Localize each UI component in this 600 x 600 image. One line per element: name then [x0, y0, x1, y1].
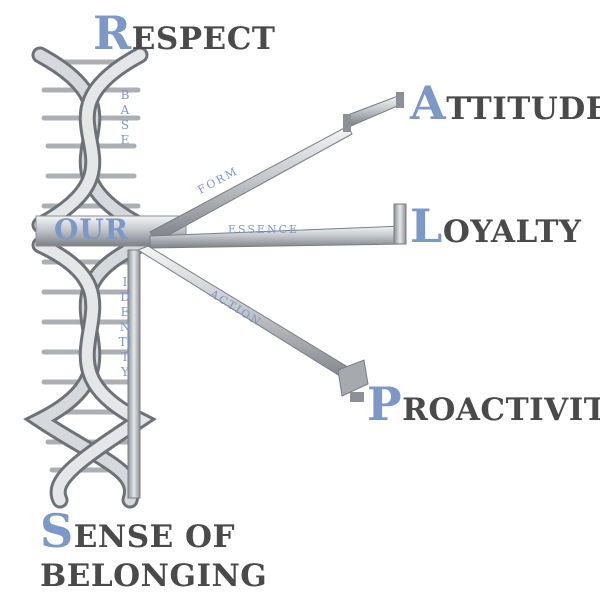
- beam-action-end: [337, 359, 369, 397]
- value-loyalty-rest: OYALTY: [442, 214, 582, 250]
- value-attitude-initial: A: [410, 76, 447, 130]
- value-proactivity-rest: ROACTIVITY: [402, 392, 600, 428]
- beam-form: [149, 92, 404, 243]
- value-belonging-text: BELONGING: [40, 558, 268, 594]
- helix-strands: [23, 46, 157, 509]
- beam-form-riser: [343, 114, 351, 132]
- helix-strand-b: [34, 49, 151, 506]
- beam-essence-end: [393, 203, 407, 245]
- beam-action: [136, 245, 369, 402]
- beam-label-essence: ESSENCE: [228, 223, 300, 236]
- value-respect-initial: R: [93, 6, 132, 60]
- value-respect: RESPECT: [93, 10, 275, 56]
- value-proactivity: PROACTIVITY: [367, 381, 600, 427]
- value-sense-of-belonging: SENSE OF: [40, 508, 235, 554]
- value-loyalty-initial: L: [410, 199, 443, 253]
- value-proactivity-initial: P: [367, 377, 403, 431]
- value-sense-rest: ENSE OF: [73, 519, 236, 555]
- beam-essence: [149, 203, 407, 249]
- beam-form-step: [344, 95, 403, 127]
- value-attitude-rest: TTITUDE: [446, 91, 600, 127]
- value-sense-initial: S: [40, 504, 74, 558]
- value-respect-rest: ESPECT: [131, 21, 276, 57]
- helix-label-identity: IDENTITY: [118, 275, 132, 379]
- value-belonging-line: BELONGING: [40, 561, 267, 592]
- center-word: OUR: [54, 213, 130, 246]
- value-loyalty: LOYALTY: [410, 203, 582, 249]
- value-attitude: ATTITUDE: [410, 80, 600, 126]
- beam-action-foot: [350, 392, 364, 402]
- helix-label-base: BASE: [120, 88, 130, 147]
- k-spine: [127, 249, 141, 499]
- beam-form-end: [396, 92, 404, 108]
